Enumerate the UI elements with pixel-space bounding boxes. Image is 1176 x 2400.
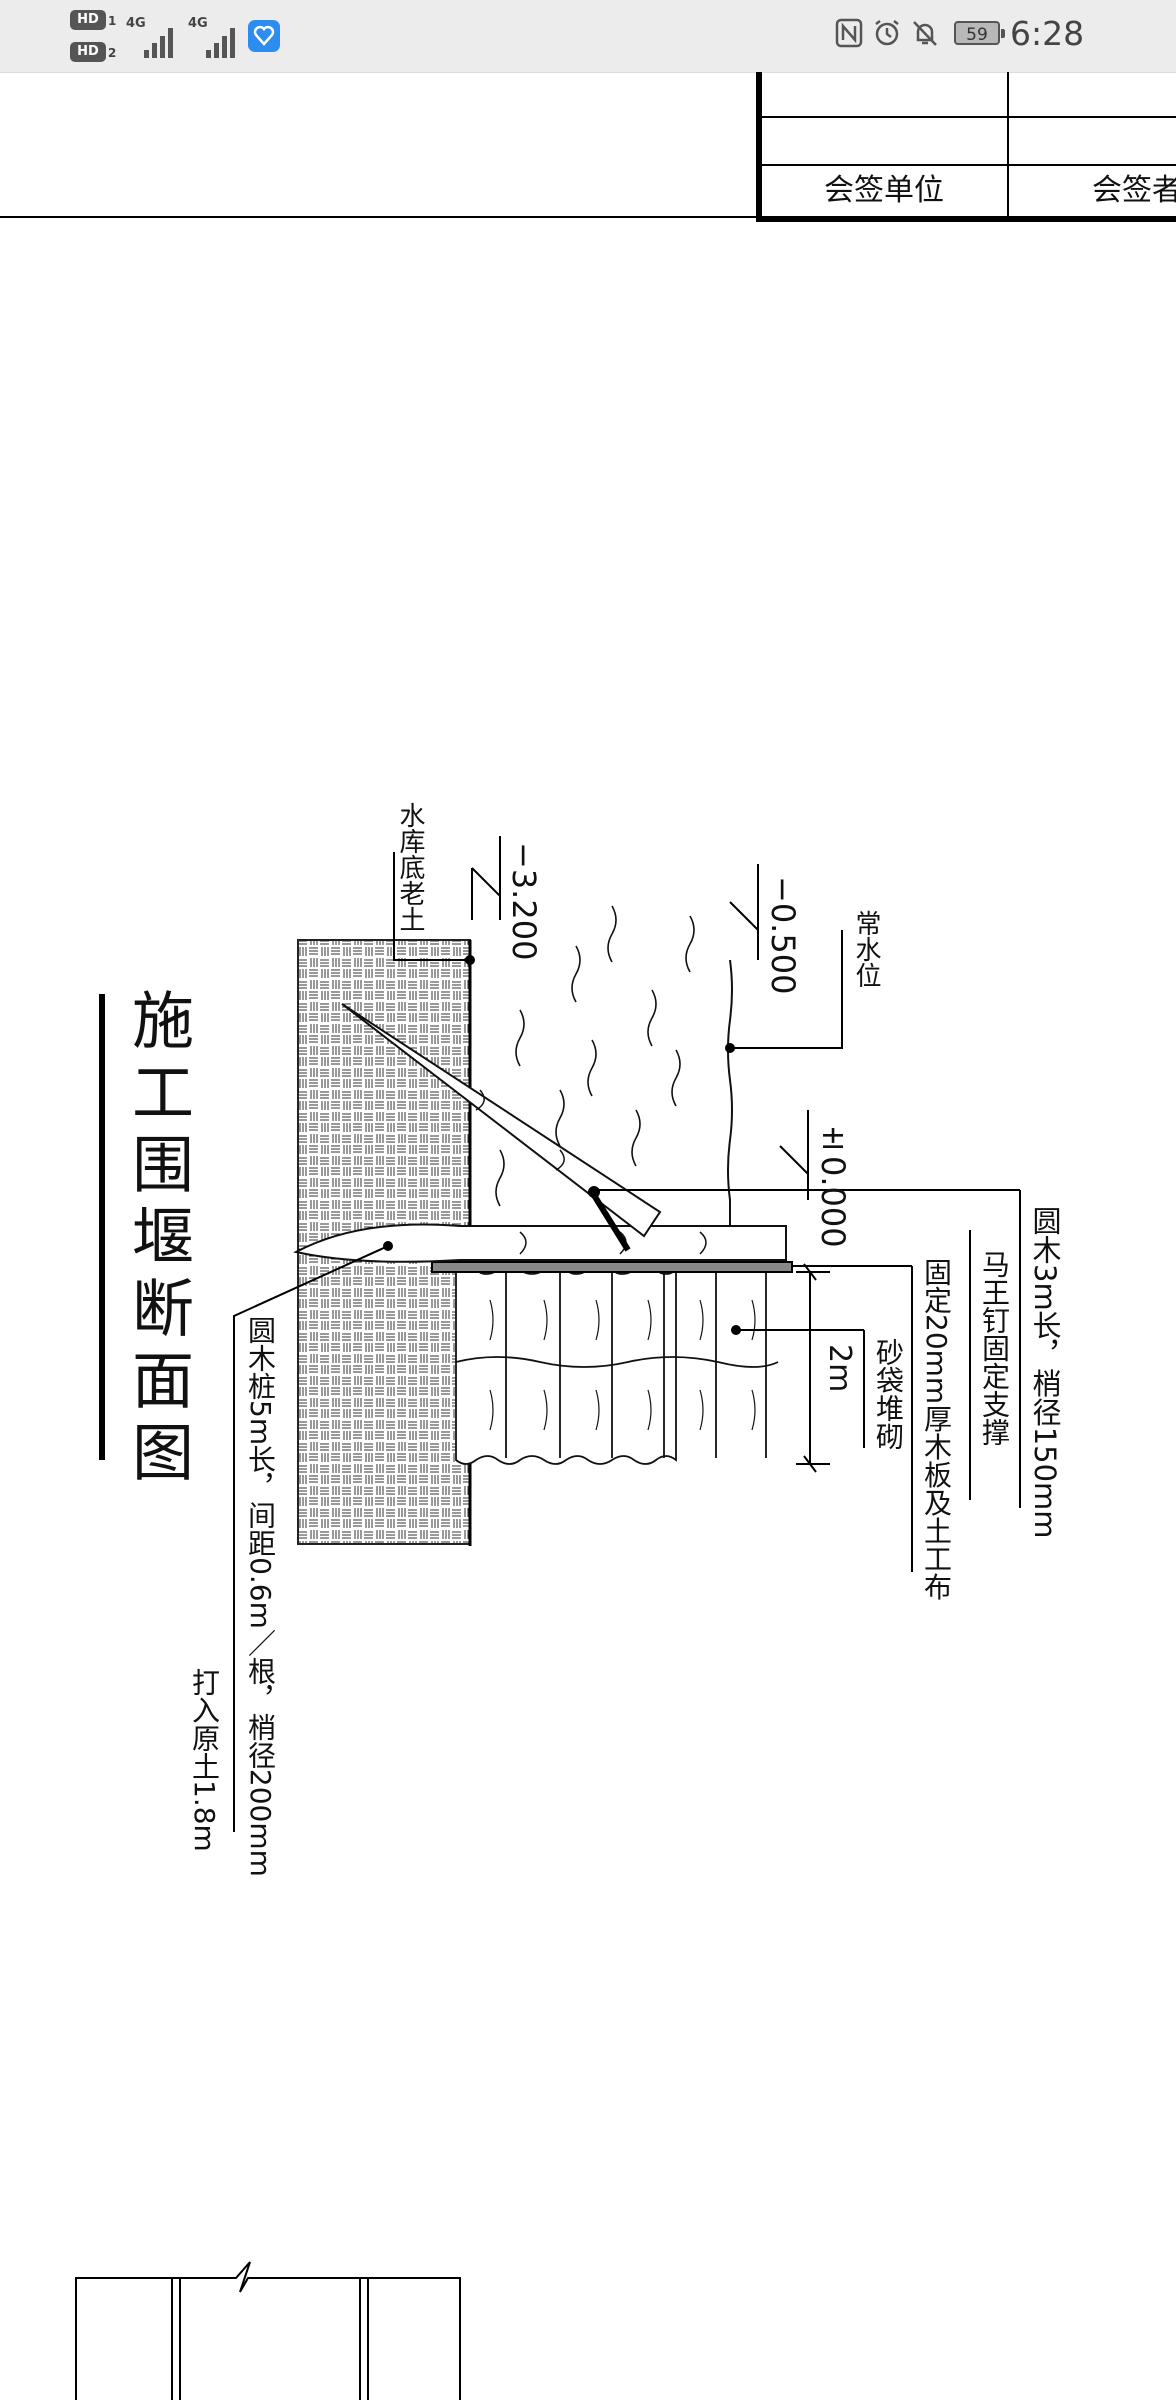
elevation-marker-zero: [779, 1110, 809, 1200]
countersign-unit-label: 会签单位: [824, 173, 944, 208]
hd-badge-2: HD: [70, 42, 106, 62]
elevation-marker-low: [471, 836, 501, 920]
countersigner-label: 会签者: [1092, 173, 1176, 208]
pile-log: [293, 1223, 787, 1263]
battery-icon: 59: [954, 21, 1005, 45]
plank-board: [431, 1261, 793, 1273]
label-elev-zero: ±0.000: [814, 1118, 852, 1248]
nfc-icon: [835, 18, 863, 48]
sandbag-stack: [455, 1265, 779, 1465]
bottom-frame: [75, 2261, 461, 2400]
alarm-icon: [875, 20, 899, 46]
label-elev-normal: −0.500: [764, 876, 802, 995]
title-block-row-line-1: [760, 116, 1176, 118]
water-surface-line: [727, 959, 733, 1226]
water-waves: [495, 905, 695, 1207]
title-block-border-left: [756, 72, 762, 222]
elevation-marker-normal: [729, 864, 759, 960]
label-normal-level: 常水位: [851, 910, 881, 988]
label-elev-low: −3.200: [505, 842, 543, 961]
label-dim-2m: 2m: [822, 1344, 857, 1393]
label-pile-5m: 圆木桩5m长，间距0.6m／根，梢径200mm: [244, 1316, 277, 1877]
mute-bell-icon: [913, 21, 937, 46]
leader-pile: [233, 1245, 389, 1832]
title-block-row-line-2: [760, 164, 1176, 166]
status-right: 59 6:28: [834, 14, 1104, 58]
title-block-border-base: [756, 216, 1176, 222]
nail-brace: [589, 1190, 631, 1252]
title-block-border-bottom: [0, 216, 760, 218]
diagonal-brace-log: [341, 1003, 662, 1238]
leader-normal-level: [730, 930, 843, 1049]
label-log-3m: 圆木3m长，梢径150mm: [1028, 1206, 1062, 1539]
hd-badge-1: HD: [70, 10, 106, 30]
label-drive-in: 打入原土1.8m: [188, 1668, 221, 1852]
label-reservoir-bottom: 水库底老土: [395, 802, 425, 932]
label-plank: 固定20mm厚木板及土工布: [920, 1258, 953, 1601]
label-sandbag: 砂袋堆砌: [872, 1338, 905, 1450]
dimension-2m: [796, 1263, 830, 1473]
label-nail-brace: 马王钉固定支撑: [978, 1250, 1011, 1446]
hd-badge-2-number: 2: [108, 46, 117, 60]
leader-reservoir-bottom: [393, 852, 470, 961]
drawing-title: 施工围堰断面图: [121, 988, 194, 1492]
clock: 6:28: [1010, 14, 1085, 53]
title-block-col-line: [1007, 72, 1009, 218]
status-bar: HD 1 HD 2 4G 4G: [0, 0, 1176, 73]
app-notification-icon: [248, 20, 280, 52]
hd-badge-1-number: 1: [108, 14, 117, 28]
